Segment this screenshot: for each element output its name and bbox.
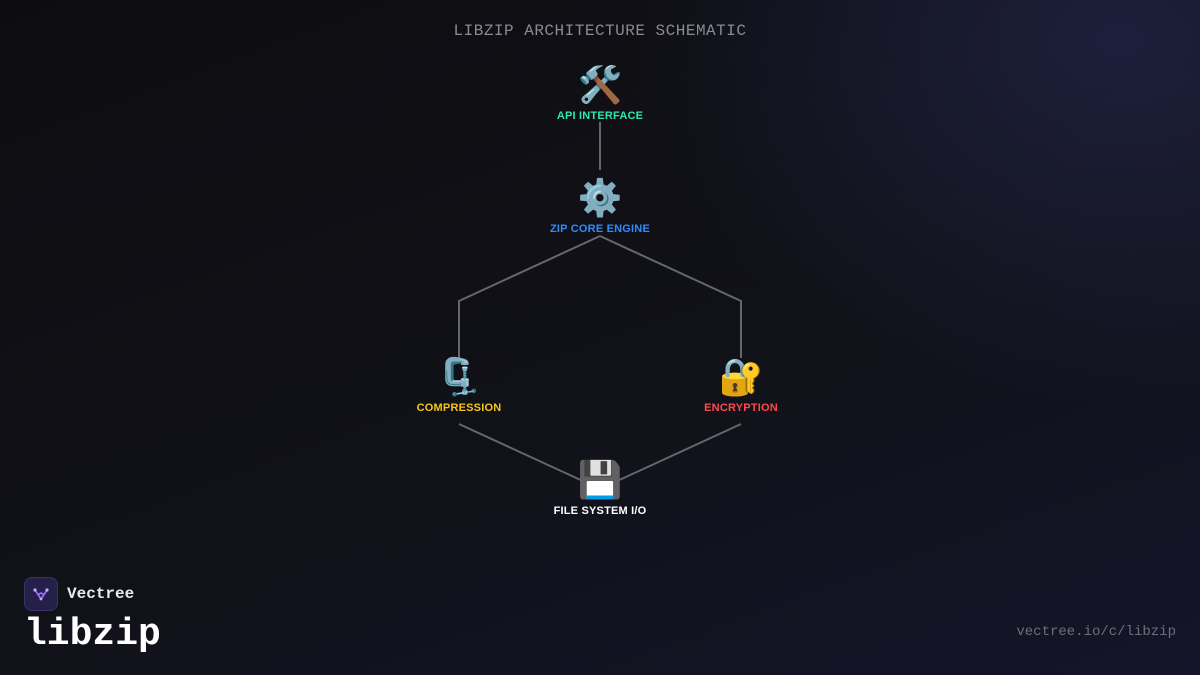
vectree-logo-icon: [24, 577, 58, 611]
edge-core-compression: [458, 235, 601, 358]
node-compression: 🗜️ COMPRESSION: [359, 356, 559, 414]
gear-icon: ⚙️: [577, 178, 623, 219]
lock-key-icon: 🔐: [718, 357, 764, 398]
edge-encryption-filesystem: [614, 423, 742, 483]
brand-row: Vectree: [24, 577, 161, 611]
node-file-system-io: 💾 FILE SYSTEM I/O: [500, 459, 700, 517]
node-zip-core-engine: ⚙️ ZIP CORE ENGINE: [500, 177, 700, 235]
clamp-icon: 🗜️: [436, 357, 482, 398]
node-label-compression: COMPRESSION: [416, 402, 502, 414]
product-name: libzip: [24, 613, 161, 656]
hammer-wrench-icon: 🛠️: [577, 65, 623, 106]
node-label-core: ZIP CORE ENGINE: [550, 223, 650, 235]
brand-block: Vectree libzip: [24, 577, 161, 655]
source-url-link[interactable]: vectree.io/c/libzip: [1016, 624, 1176, 640]
edge-core-encryption: [599, 235, 742, 358]
node-api-interface: 🛠️ API INTERFACE: [500, 64, 700, 122]
node-encryption: 🔐 ENCRYPTION: [641, 356, 841, 414]
floppy-disk-icon: 💾: [577, 460, 623, 501]
diagram-title: LIBZIP ARCHITECTURE SCHEMATIC: [453, 22, 747, 40]
node-label-api: API INTERFACE: [556, 110, 644, 122]
node-label-filesystem: FILE SYSTEM I/O: [553, 505, 647, 517]
brand-name: Vectree: [67, 585, 135, 603]
edge-compression-filesystem: [458, 423, 586, 483]
node-label-encryption: ENCRYPTION: [704, 402, 778, 414]
